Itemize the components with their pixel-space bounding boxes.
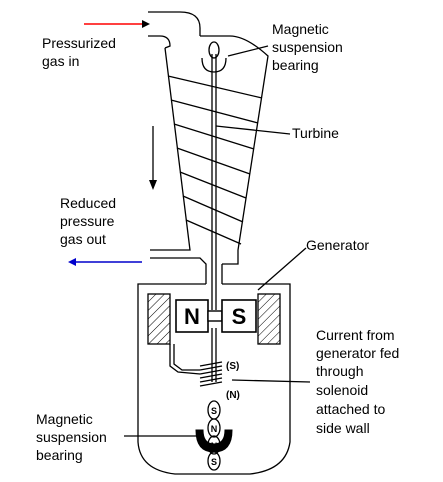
- label-top-bearing: Magnetic suspension bearing: [272, 21, 347, 73]
- rotor-north-block: [175, 299, 209, 333]
- solenoid-bottom-pole: (N): [226, 390, 240, 401]
- solenoid-wires: [169, 344, 201, 375]
- central-shaft: [211, 54, 217, 382]
- flow-direction-arrow: [149, 126, 157, 190]
- label-pressurized-gas-in: Pressurized gas in: [42, 35, 120, 69]
- inlet-arrow: [84, 20, 150, 28]
- inlet-pipe: [148, 11, 201, 49]
- stack-magnet-2: [207, 418, 221, 438]
- label-turbine: Turbine: [292, 125, 339, 141]
- turbine-blades: [167, 75, 263, 245]
- bottom-magnet-stack: S N N S: [207, 400, 221, 471]
- label-reduced-pressure-gas-out: Reduced pressure gas out: [60, 195, 120, 247]
- outlet-arrow: [68, 258, 142, 266]
- generator-housing: [137, 283, 291, 475]
- label-bottom-bearing: Magnetic suspension bearing: [36, 411, 111, 463]
- rotor-link: [207, 310, 223, 322]
- solenoid: (S) (N): [199, 361, 240, 401]
- bottom-bearing: [195, 429, 233, 453]
- stack-pole-4: S: [211, 457, 217, 467]
- leader-lines: [124, 45, 311, 437]
- stator-coils: [147, 293, 281, 345]
- rotor-south-label: S: [232, 304, 247, 329]
- stator-coil-left: [147, 293, 171, 345]
- rotor-north-label: N: [184, 304, 200, 329]
- turbine-housing: [150, 35, 269, 284]
- stack-pole-2: N: [211, 424, 218, 434]
- rotor-magnets: N S: [175, 299, 257, 333]
- stack-pole-1: S: [211, 406, 217, 416]
- rotor-south-block: [221, 299, 257, 333]
- stator-coil-right: [257, 293, 281, 345]
- label-current-from-generator: Current from generator fed through solen…: [316, 327, 403, 436]
- solenoid-top-pole: (S): [226, 361, 239, 372]
- top-bearing: [201, 41, 227, 73]
- label-generator: Generator: [306, 237, 369, 253]
